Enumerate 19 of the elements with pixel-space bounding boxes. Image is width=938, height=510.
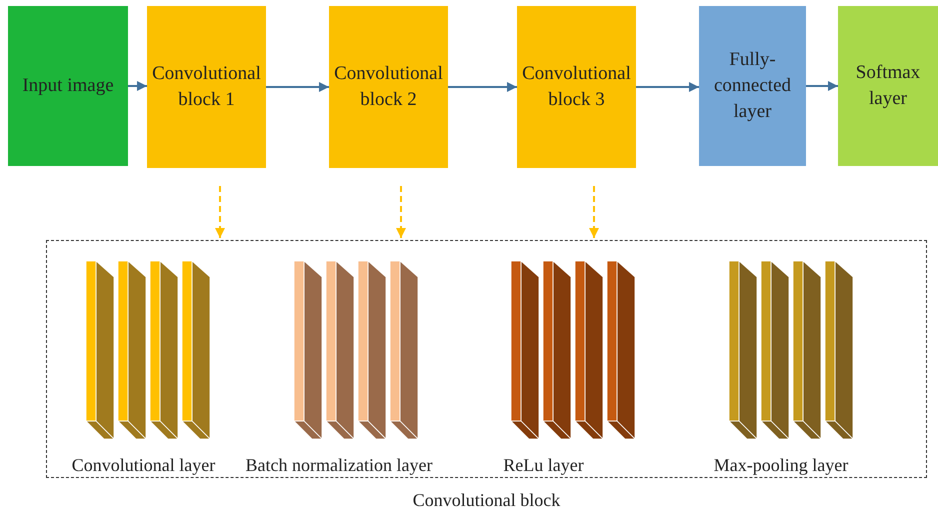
layer-label: ReLu layer [502, 454, 585, 476]
arrow [636, 82, 699, 92]
arrow [396, 186, 406, 238]
arrow [589, 186, 599, 238]
arrow [448, 82, 517, 92]
layer-label: Batch normalization layer [244, 454, 434, 476]
group-caption: Convolutional block [412, 489, 562, 510]
process-box: Input image [8, 6, 128, 166]
process-box: Convolutional block 3 [517, 6, 636, 168]
process-box: Convolutional block 1 [147, 6, 266, 168]
arrow [215, 186, 225, 238]
arrow [266, 82, 329, 92]
layer-label: Convolutional layer [70, 454, 216, 476]
process-box: Softmax layer [838, 6, 938, 166]
arrow [806, 81, 838, 91]
layer-label: Max-pooling layer [712, 454, 850, 476]
arrow [128, 81, 147, 91]
process-box: Fully-connected layer [699, 6, 806, 166]
process-box: Convolutional block 2 [329, 6, 448, 168]
